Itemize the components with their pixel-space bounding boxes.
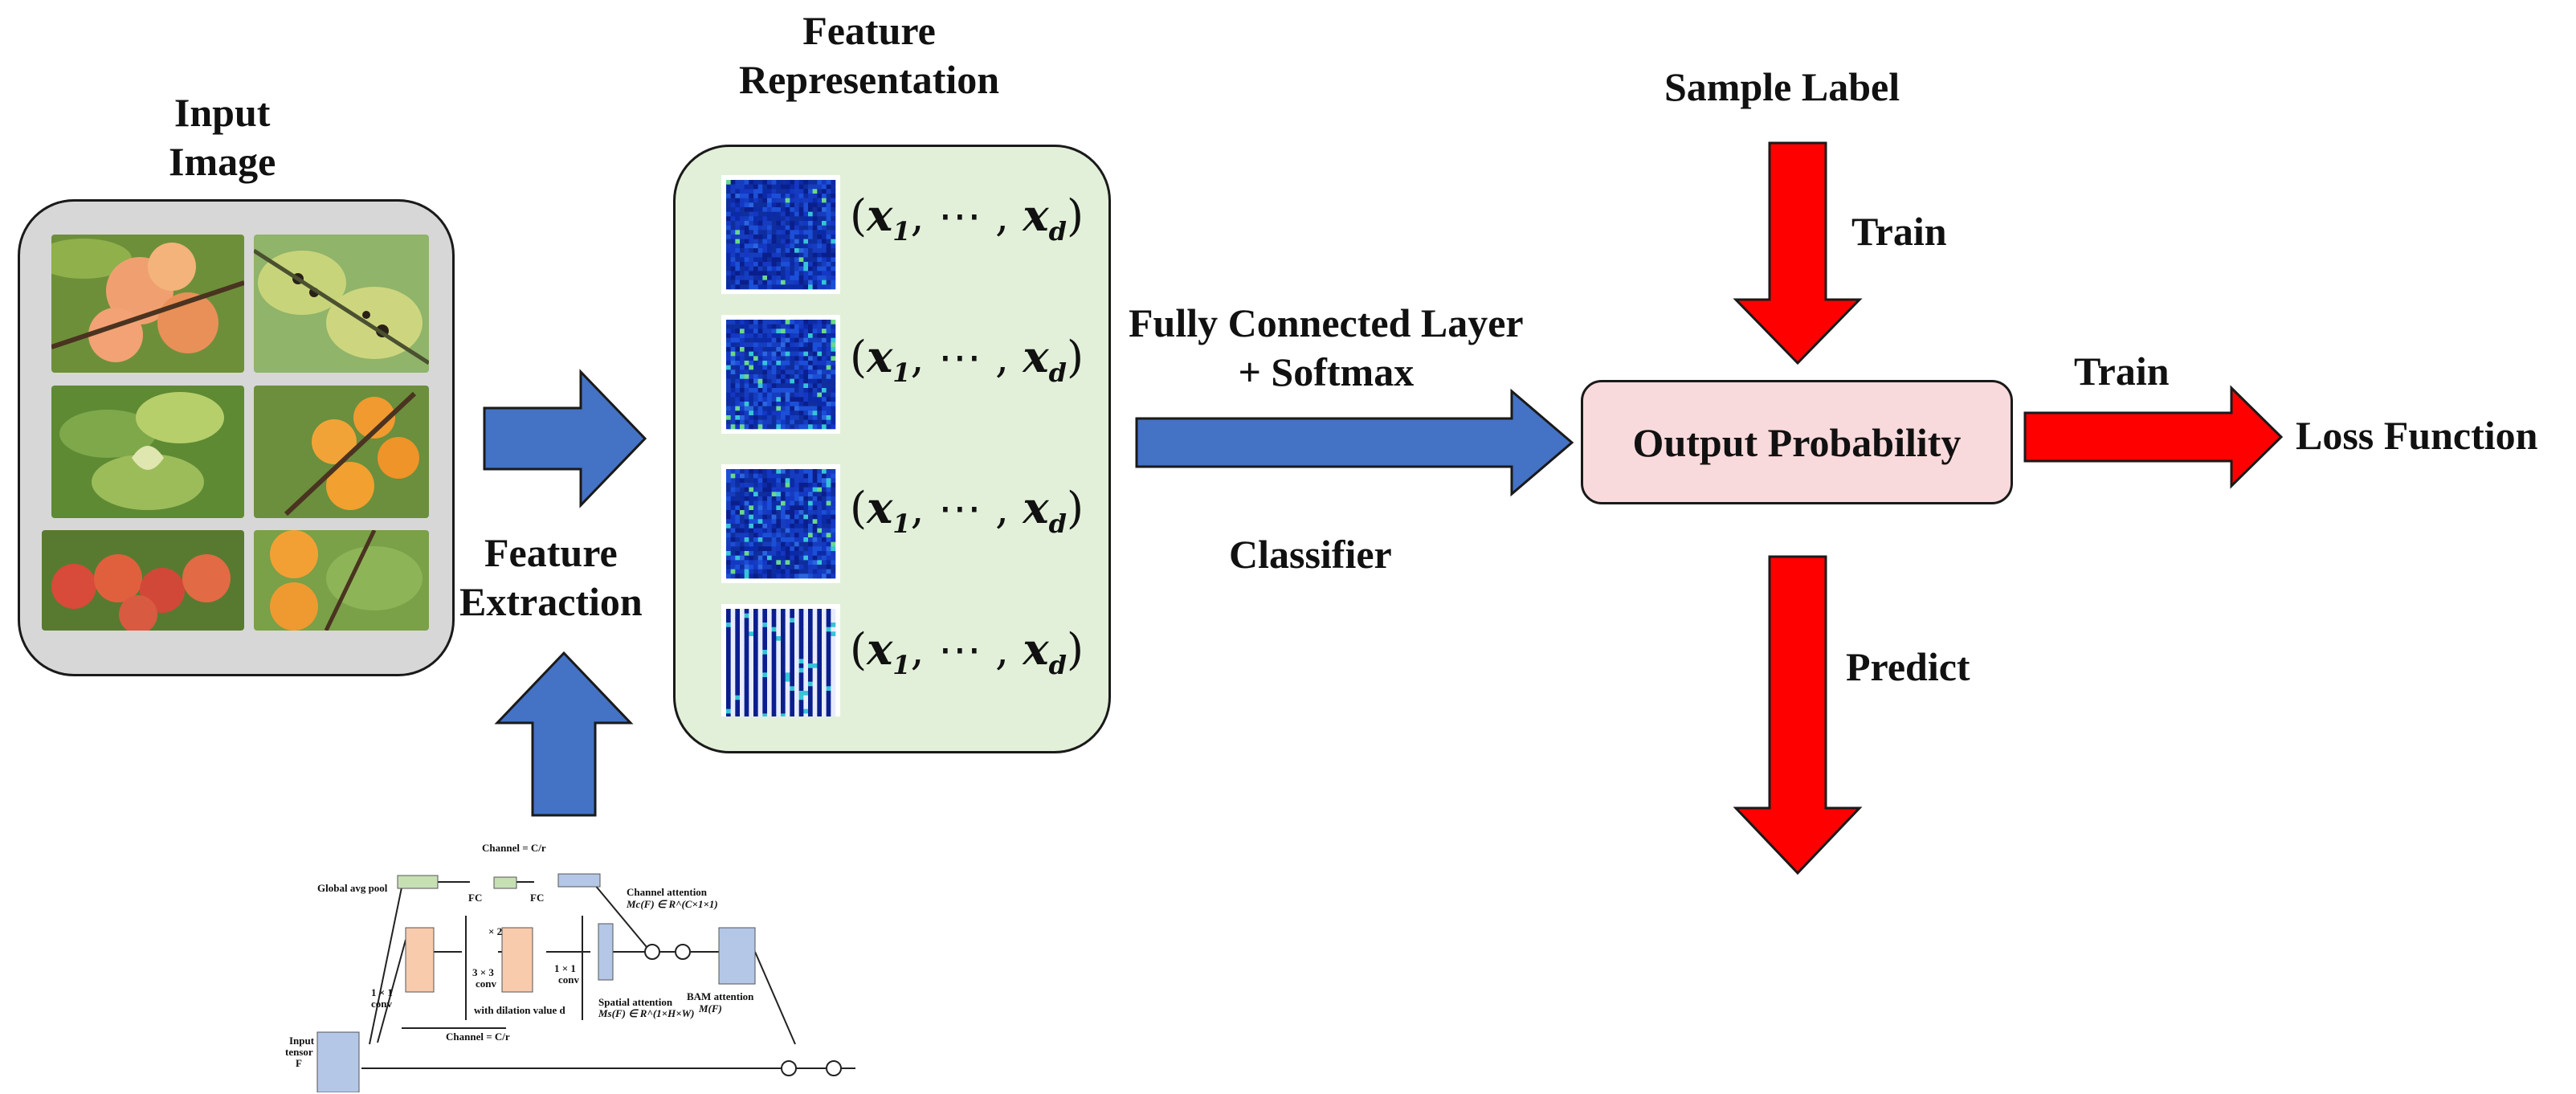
svg-text:Global avg pool: Global avg pool [317, 882, 388, 894]
train-label-top: Train [1851, 209, 1947, 254]
svg-text:conv: conv [371, 998, 393, 1010]
predict-arrow [1733, 555, 1863, 876]
svg-text:F: F [296, 1057, 302, 1069]
sample-label-arrow [1733, 141, 1863, 365]
classifier-label: Classifier [1229, 532, 1392, 577]
bam-module-diagram: Channel = C/r Global avg pool FC FC Chan… [285, 842, 855, 1092]
feature-map-3 [721, 464, 840, 583]
svg-text:3 × 3: 3 × 3 [472, 966, 494, 978]
svg-text:Mc(F) ∈ R^(C×1×1): Mc(F) ∈ R^(C×1×1) [626, 898, 718, 910]
svg-text:Channel = C/r: Channel = C/r [482, 842, 546, 854]
feature-vector-4: (x1, ⋯ , xd) [850, 623, 1084, 680]
feature-extraction-arrow-right [483, 369, 647, 508]
svg-text:BAM attention: BAM attention [687, 990, 754, 1002]
train-label-right: Train [2074, 349, 2170, 394]
svg-text:tensor: tensor [285, 1046, 313, 1058]
svg-text:M(F): M(F) [698, 1002, 722, 1014]
svg-text:with dilation value d: with dilation value d [474, 1004, 566, 1016]
svg-text:Channel = C/r: Channel = C/r [446, 1031, 510, 1043]
feature-vector-3: (x1, ⋯ , xd) [850, 482, 1084, 539]
sample-label-label: Sample Label [1664, 64, 1900, 109]
feature-map-1 [721, 175, 840, 294]
svg-text:Spatial attention: Spatial attention [598, 996, 673, 1008]
output-probability-box: Output Probability [1581, 380, 2013, 504]
leaf-photo-6 [254, 530, 429, 631]
feature-map-4 [721, 604, 840, 716]
train-arrow-right [2023, 385, 2284, 489]
leaf-photo-2 [254, 235, 429, 373]
predict-label: Predict [1846, 644, 1970, 689]
svg-text:× 2: × 2 [488, 925, 502, 937]
svg-text:Input: Input [289, 1035, 315, 1047]
svg-text:Ms(F) ∈ R^(1×H×W): Ms(F) ∈ R^(1×H×W) [598, 1007, 695, 1019]
svg-text:conv: conv [558, 974, 580, 986]
svg-text:FC: FC [468, 892, 482, 904]
leaf-photo-1 [51, 235, 244, 373]
leaf-photo-3 [51, 386, 244, 518]
classifier-arrow [1135, 388, 1574, 497]
svg-text:FC: FC [530, 892, 544, 904]
loss-function-label: Loss Function [2296, 413, 2538, 458]
svg-text:Channel attention: Channel attention [627, 886, 708, 898]
feature-vector-1: (x1, ⋯ , xd) [850, 190, 1084, 247]
svg-text:1 × 1: 1 × 1 [554, 962, 576, 974]
leaf-photo-4 [254, 386, 429, 518]
feature-extraction-arrow-up [494, 651, 634, 817]
fc-softmax-label: Fully Connected Layer+ Softmax [1129, 300, 1524, 394]
feature-vector-2: (x1, ⋯ , xd) [850, 331, 1084, 388]
feature-map-2 [721, 315, 840, 434]
feature-maps [721, 175, 840, 716]
svg-text:1 × 1: 1 × 1 [371, 986, 393, 998]
svg-text:conv: conv [476, 978, 497, 990]
leaf-photo-5 [42, 530, 244, 631]
